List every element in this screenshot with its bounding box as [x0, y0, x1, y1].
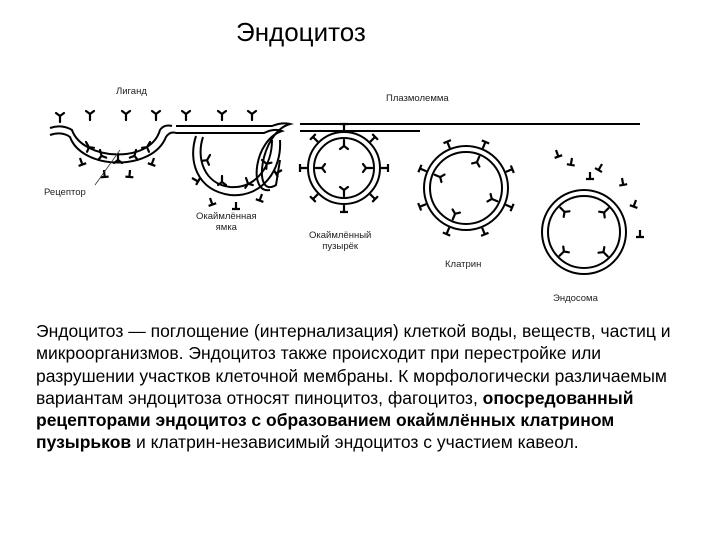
coated-vesicle-receptor — [361, 162, 374, 174]
surface-receptor — [246, 109, 258, 122]
pit-clathrin-unit — [147, 157, 156, 167]
label-receptor: Рецептор — [44, 187, 86, 198]
coated-vesicle-clathrin-unit — [369, 193, 379, 203]
coated-vesicle-clathrin-unit — [309, 133, 319, 143]
plasma-membrane — [49, 122, 640, 192]
description-bold: опосредованный рецепторами эндоцитоз с о… — [36, 387, 634, 453]
clathrin-vesicle-clathrin-unit — [417, 164, 427, 173]
membrane-receptor — [140, 140, 152, 153]
description-text: Эндоцитоз — поглощение (интернализация) … — [36, 320, 696, 454]
label-endosome: Эндосома — [553, 293, 598, 304]
free-clathrin-unit — [594, 163, 603, 174]
label-coated-pit-line-1: Окаймлённая — [196, 211, 257, 222]
pit-clathrin-unit — [100, 169, 109, 179]
coated-vesicle-clathrin-unit — [340, 122, 348, 131]
description-part-2: и клатрин-независимый эндоцитоз с участи… — [131, 432, 579, 453]
clathrin-vesicle-clathrin-unit — [481, 139, 490, 149]
free-clathrin-unit — [619, 177, 628, 187]
pit-clathrin-unit — [232, 202, 240, 211]
clathrin-vesicle-receptor — [470, 155, 481, 168]
clathrin-vesicle-receptor — [433, 173, 446, 184]
label-coated-pit-line-2: ямка — [215, 222, 237, 233]
label-clathrin: Клатрин — [445, 259, 482, 270]
surface-receptor — [216, 109, 228, 122]
description-part-1: Эндоцитоз — поглощение (интернализация) … — [36, 321, 671, 408]
free-clathrin-unit — [636, 230, 644, 239]
pit-clathrin-unit — [272, 169, 283, 178]
pit-receptor — [200, 153, 212, 166]
coated-vesicle-clathrin-unit — [340, 205, 348, 214]
endosome-receptor — [559, 206, 571, 218]
clathrin-vesicle-clathrin-unit — [505, 203, 515, 212]
coated-vesicle-clathrin-unit — [369, 133, 379, 143]
endocytosis-diagram — [49, 109, 644, 275]
membrane-receptor — [97, 148, 108, 161]
surface-receptor — [180, 109, 192, 122]
clathrin-vesicle-clathrin-unit — [505, 165, 515, 174]
membrane-receptor — [112, 152, 124, 165]
pit-clathrin-unit — [255, 193, 264, 203]
endosome-receptor — [597, 246, 609, 258]
clathrin-vesicle — [423, 145, 509, 231]
clathrin-vesicle-clathrin-unit — [480, 227, 489, 237]
coated-vesicle-clathrin-unit — [309, 193, 319, 203]
label-coated-pit: Окаймлённая ямка — [196, 211, 257, 233]
coated-vesicle-clathrin-unit — [381, 164, 390, 172]
endosome-receptor — [598, 207, 610, 219]
coated-vesicle-receptor — [338, 138, 350, 151]
pit-clathrin-unit — [125, 169, 134, 179]
endosome — [541, 189, 627, 275]
pit-receptor — [244, 176, 254, 189]
pit-clathrin-unit — [208, 197, 217, 207]
free-clathrin-unit — [554, 149, 563, 159]
pit-receptor — [260, 158, 273, 170]
surface-receptor — [54, 111, 66, 124]
endosome-receptor — [558, 245, 570, 257]
label-ligand: Лиганд — [116, 86, 147, 97]
label-coated-vesicle-line-1: Окаймлённый — [309, 230, 372, 241]
coated-vesicle-clathrin-unit — [298, 164, 307, 172]
coated-vesicle-receptor — [314, 162, 327, 174]
clathrin-vesicle-receptor — [451, 208, 462, 221]
free-clathrin-unit — [566, 157, 575, 167]
pit-clathrin-unit — [78, 157, 87, 167]
clathrin-vesicle-clathrin-unit — [417, 202, 427, 211]
surface-receptor — [84, 109, 96, 122]
label-coated-vesicle: Окаймлённый пузырёк — [309, 230, 371, 252]
membrane-receptor — [84, 140, 96, 153]
label-leader-lines — [94, 149, 121, 186]
slide-title: Эндоцитоз — [236, 17, 366, 47]
label-coated-vesicle-line-2: пузырёк — [322, 241, 359, 252]
free-clathrin-unit — [586, 172, 594, 181]
membrane-receptor — [128, 148, 139, 161]
surface-receptor — [120, 109, 132, 122]
label-plasmalemma: Плазмолемма — [386, 93, 449, 104]
free-clathrin-unit — [629, 199, 638, 209]
pit-clathrin-unit — [191, 177, 202, 186]
clathrin-vesicle-receptor — [486, 192, 499, 203]
coated-vesicle — [307, 131, 381, 205]
coated-pit-bud — [192, 135, 282, 197]
pit-receptor — [216, 174, 228, 187]
clathrin-vesicle-clathrin-unit — [442, 227, 451, 237]
clathrin-vesicle-clathrin-unit — [443, 139, 452, 149]
coated-vesicle-receptor — [338, 185, 350, 198]
surface-receptor — [150, 109, 162, 122]
